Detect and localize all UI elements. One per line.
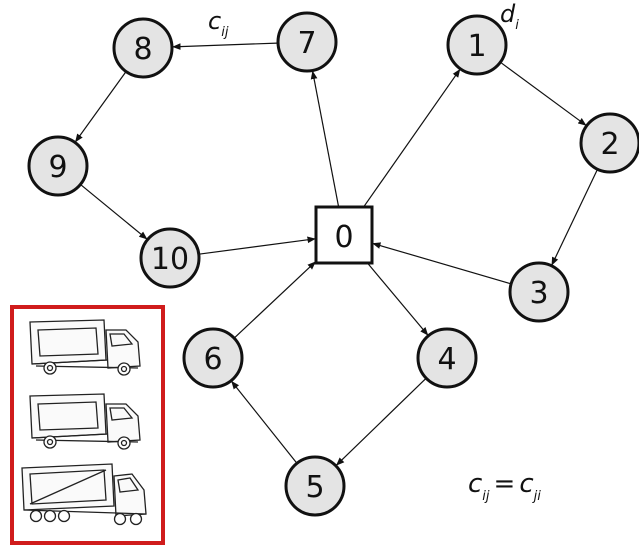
node-9[interactable]: 9 (27, 135, 89, 197)
node-8[interactable]: 8 (112, 17, 174, 79)
edge-10-to-0 (199, 236, 316, 255)
edge-4-to-5 (335, 378, 426, 466)
box-truck-icon (29, 393, 141, 450)
node-9-circle (27, 135, 89, 197)
node-1[interactable]: 1 (446, 14, 508, 76)
node-2-circle (579, 112, 639, 174)
edge-3-to-0 (372, 242, 511, 285)
fleet-panel (10, 305, 165, 545)
node-5-circle (284, 455, 346, 517)
node-3-circle (508, 261, 570, 323)
node-10-label: 10 (151, 242, 189, 277)
node-6-circle (182, 327, 244, 389)
node-7-label: 7 (297, 26, 316, 61)
demand-label: di (500, 0, 519, 33)
edge-8-to-9 (75, 71, 126, 143)
edge-0-to-4 (367, 263, 429, 336)
box-truck-icon (29, 319, 141, 376)
node-3-label: 3 (529, 276, 548, 311)
semi-trailer-truck-icon (21, 463, 147, 526)
node-9-label: 9 (48, 150, 67, 185)
node-10-circle (139, 227, 201, 289)
edge-2-to-3 (551, 169, 598, 266)
edge-7-to-8 (172, 42, 278, 50)
node-8-circle (112, 17, 174, 79)
edge-6-to-0 (234, 261, 316, 338)
edge-0-to-1 (363, 68, 461, 207)
node-7-circle (276, 11, 338, 73)
node-4-label: 4 (437, 342, 456, 377)
node-10[interactable]: 10 (139, 227, 201, 289)
customer-nodes: 1 2 3 4 5 6 7 8 9 10 (27, 11, 639, 517)
depot-node[interactable]: 0 (314, 205, 374, 265)
node-8-label: 8 (133, 32, 152, 67)
node-6-label: 6 (203, 342, 222, 377)
node-2[interactable]: 2 (579, 112, 639, 174)
node-1-circle (446, 14, 508, 76)
edge-cost-label: cij (208, 7, 229, 40)
node-4[interactable]: 4 (416, 327, 478, 389)
edge-0-to-7 (310, 70, 340, 207)
node-7[interactable]: 7 (276, 11, 338, 73)
depot-label: 0 (334, 220, 353, 255)
node-2-label: 2 (600, 127, 619, 162)
route-edges (75, 42, 598, 466)
node-6[interactable]: 6 (182, 327, 244, 389)
edge-9-to-10 (80, 184, 148, 240)
node-3[interactable]: 3 (508, 261, 570, 323)
node-5[interactable]: 5 (284, 455, 346, 517)
node-5-label: 5 (305, 470, 324, 505)
node-1-label: 1 (467, 29, 486, 64)
node-4-circle (416, 327, 478, 389)
edge-5-to-6 (231, 380, 297, 463)
symmetry-equation: cij=cji (468, 469, 541, 504)
edge-1-to-2 (500, 62, 587, 126)
